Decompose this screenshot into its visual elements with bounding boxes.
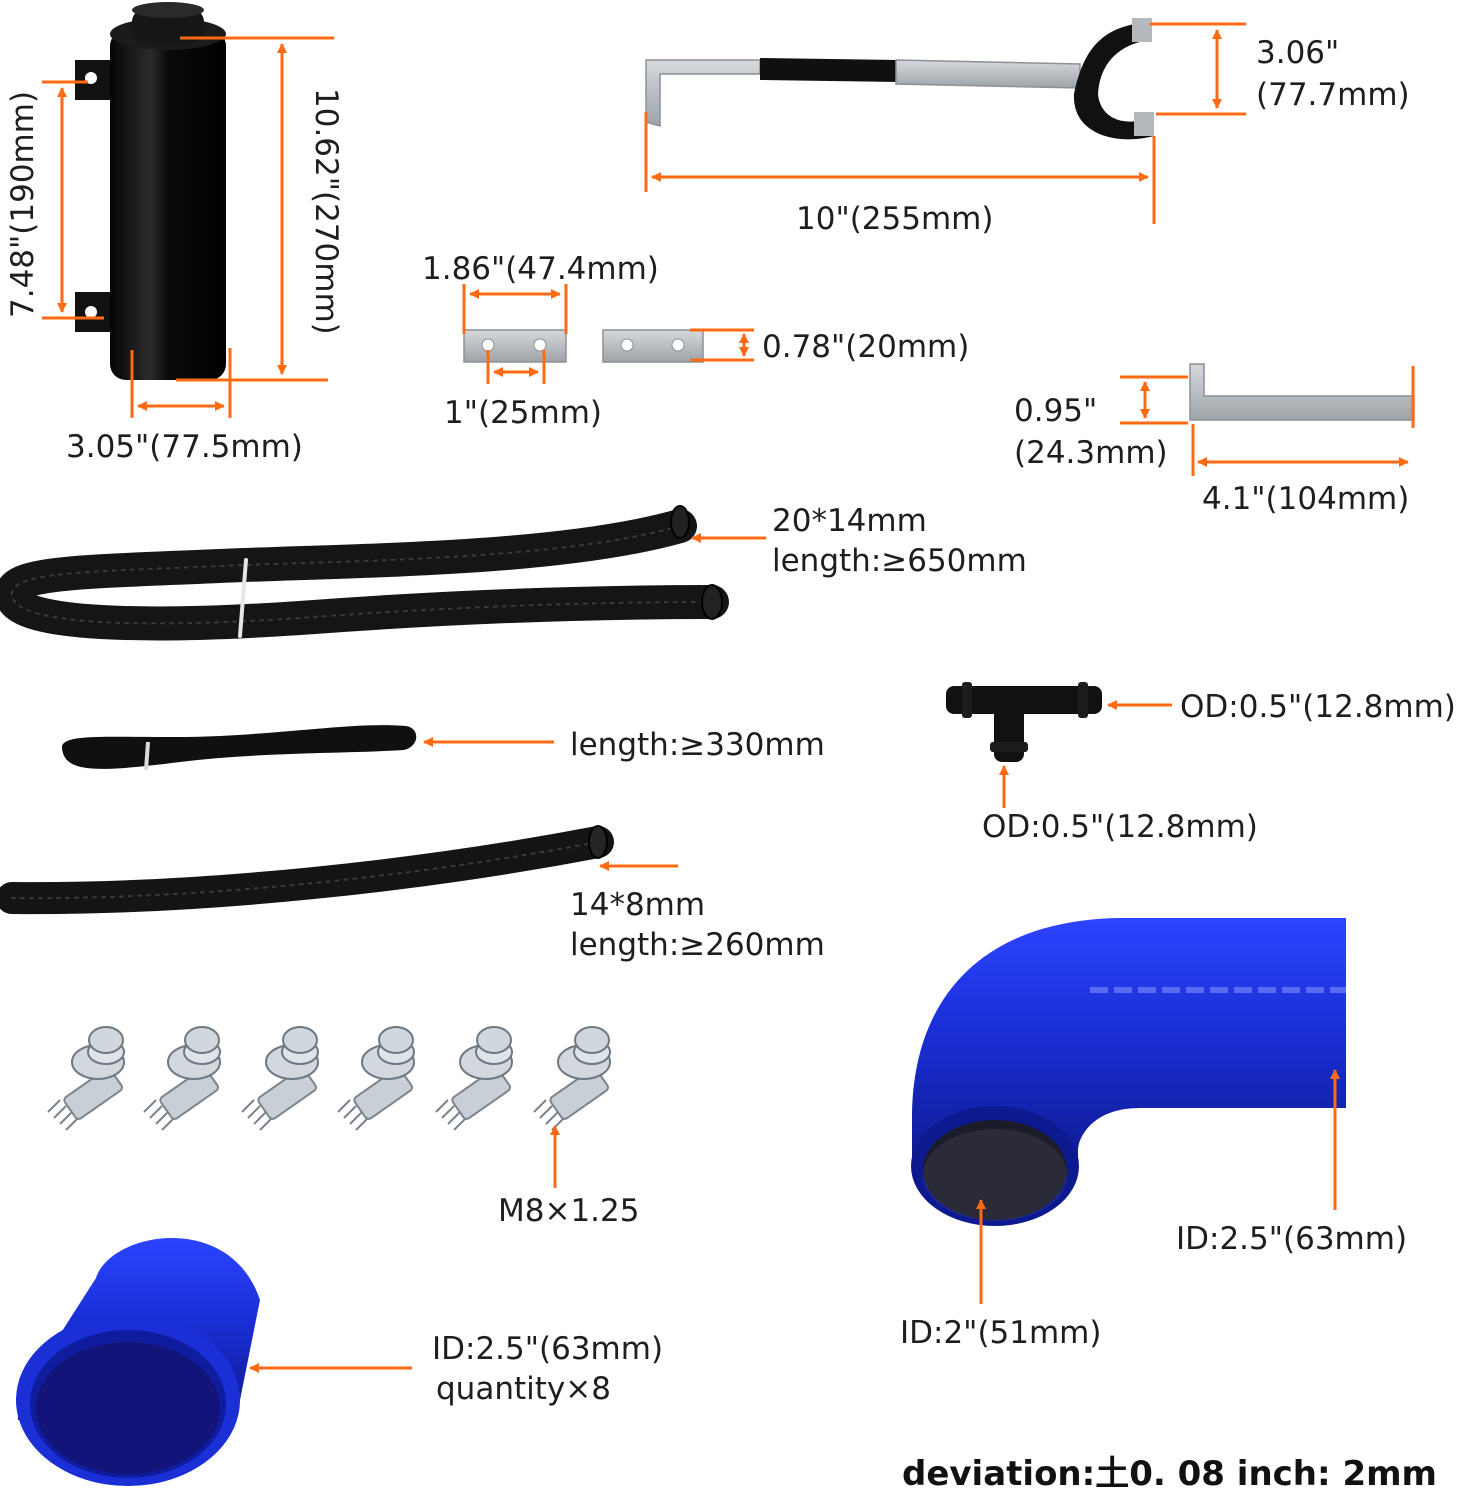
plate-width-label: 0.78"(20mm) — [762, 329, 970, 365]
elbow-pointers — [976, 1069, 1340, 1304]
coupler-quantity-label: quantity×8 — [436, 1371, 611, 1407]
long-bracket-dimension-lines — [644, 22, 1246, 224]
l-bracket-height-mm-label: (24.3mm) — [1014, 435, 1168, 471]
tee-fitting-pointers — [999, 700, 1172, 808]
l-bracket-dimension-lines — [1120, 366, 1415, 476]
coupler-id-label: ID:2.5"(63mm) — [432, 1331, 664, 1367]
plate-hole-spacing-label: 1"(25mm) — [444, 395, 603, 431]
tank-height-label: 10.62"(270mm) — [308, 88, 344, 335]
overflow-tank — [75, 2, 226, 380]
l-bracket — [1189, 363, 1415, 421]
tank-mount-spacing-label: 7.48"(190mm) — [5, 90, 41, 318]
bolt-thread-label: M8×1.25 — [498, 1193, 640, 1229]
tee-side-od-label: OD:0.5"(12.8mm) — [1180, 689, 1456, 725]
silicone-coupler — [16, 1238, 260, 1486]
l-bracket-length-label: 4.1"(104mm) — [1202, 481, 1410, 517]
tank-diameter-label: 3.05"(77.5mm) — [66, 429, 303, 465]
flat-plate — [463, 329, 704, 363]
saddle-height-label: 3.06" — [1256, 35, 1340, 71]
elbow-inlet-id-label: ID:2"(51mm) — [900, 1315, 1102, 1351]
flat-plate-dimension-lines — [462, 284, 754, 384]
bolts — [47, 1026, 611, 1131]
deviation-note: deviation:土0. 08 inch: 2mm — [902, 1454, 1437, 1494]
silicone-elbow — [911, 918, 1346, 1226]
elbow-outlet-id-label: ID:2.5"(63mm) — [1176, 1221, 1408, 1257]
saddle-height-mm-label: (77.7mm) — [1256, 77, 1410, 113]
l-bracket-height-label: 0.95" — [1014, 393, 1098, 429]
hose-large-length-label: length:≥650mm — [772, 543, 1027, 579]
long-bracket — [645, 18, 1154, 140]
hose-medium-size-label: 14*8mm — [570, 887, 706, 923]
tee-fitting — [946, 682, 1102, 762]
tank-dimension-lines — [42, 36, 334, 418]
hose-large-size-label: 20*14mm — [772, 503, 927, 539]
hose-medium-length-label: length:≥260mm — [570, 927, 825, 963]
plate-length-label: 1.86"(47.4mm) — [422, 251, 659, 287]
long-bracket-length-label: 10"(255mm) — [796, 201, 994, 237]
hose-thin — [61, 725, 417, 771]
hose-large — [0, 505, 729, 641]
hose-thin-length-label: length:≥330mm — [570, 727, 825, 763]
hose-medium — [0, 825, 614, 915]
tee-bottom-od-label: OD:0.5"(12.8mm) — [982, 809, 1258, 845]
